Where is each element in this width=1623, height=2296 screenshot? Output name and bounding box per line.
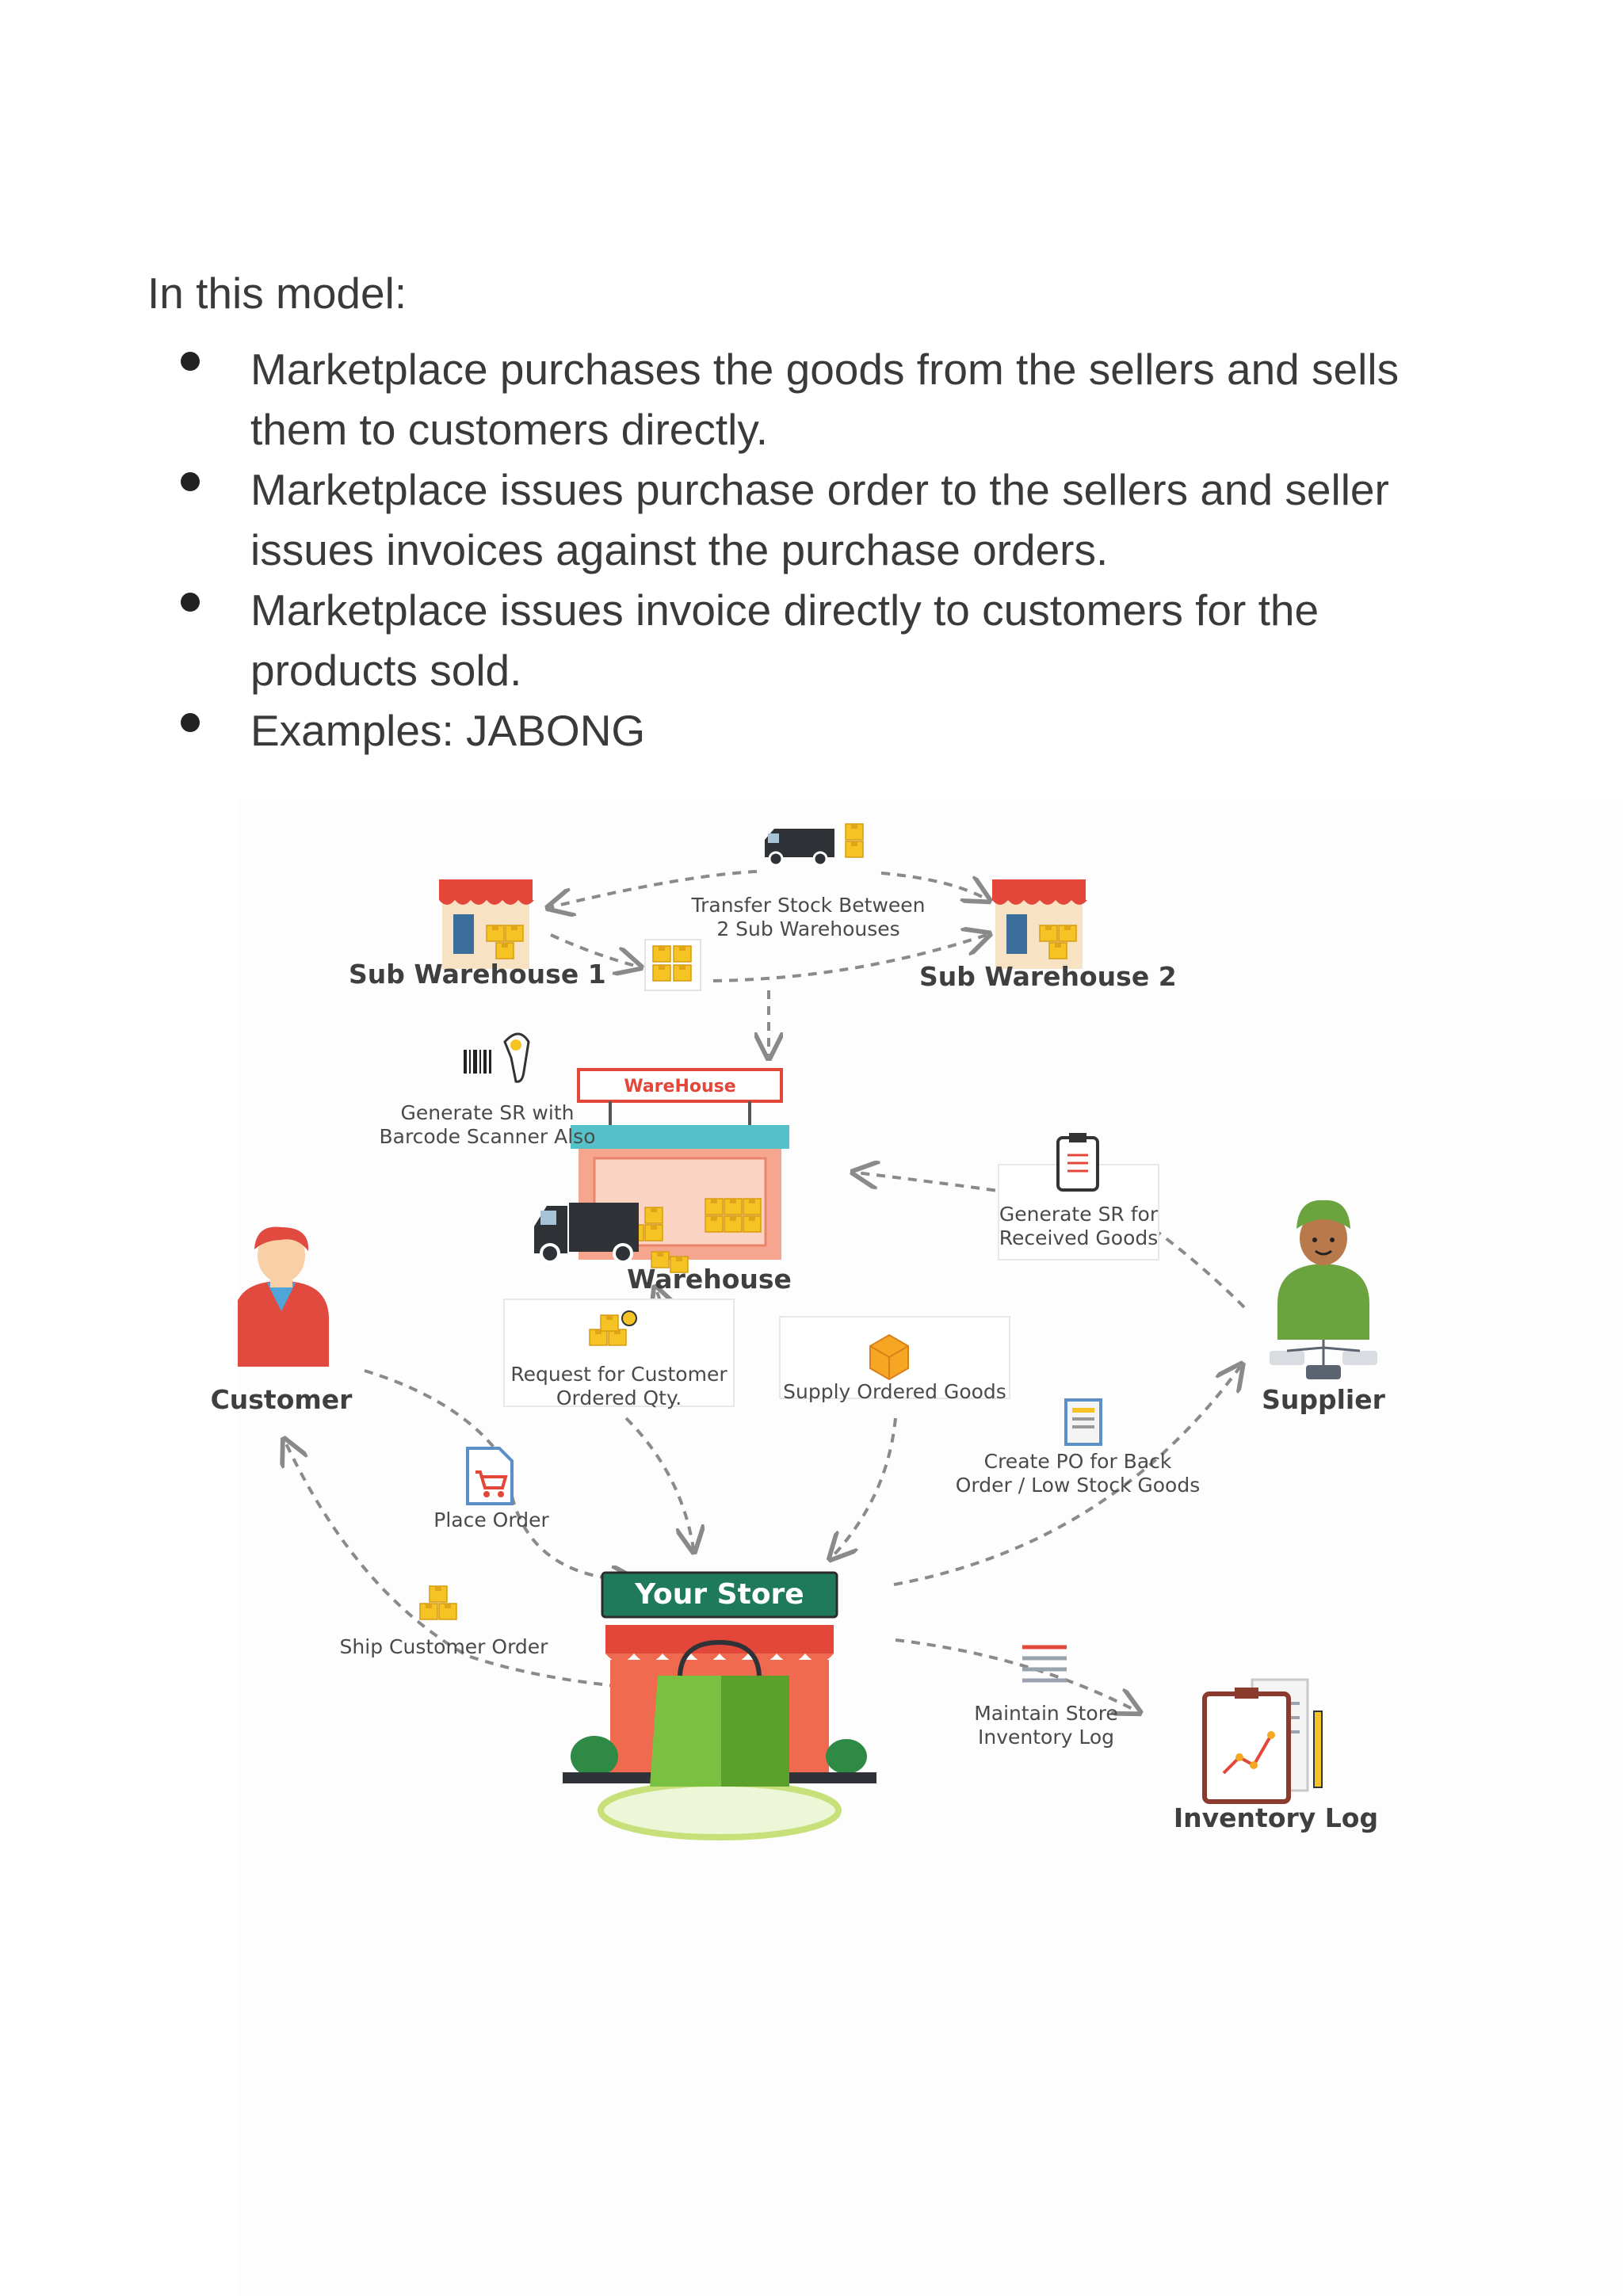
arrow-store-to-supplier	[893, 1367, 1240, 1586]
cart-document-icon	[466, 1447, 514, 1505]
inventory-log-label: Inventory Log	[1173, 1802, 1379, 1833]
create-po-label: Create PO for Back Order / Low Stock Goo…	[951, 1450, 1205, 1497]
supply-ordered-goods-label: Supply Ordered Goods	[783, 1380, 1006, 1403]
inventory-flow-diagram: Transfer Stock Between 2 Sub Warehouses …	[211, 800, 1623, 2296]
bullet-icon	[181, 713, 200, 732]
generate-sr-barcode-line1: Generate SR with	[400, 1101, 575, 1124]
sub-warehouse-1-label: Sub Warehouse 1	[349, 959, 606, 990]
stock-box-icon	[644, 939, 701, 991]
request-label-line1: Request for Customer	[510, 1363, 727, 1386]
clipboard-icon	[1056, 1133, 1099, 1192]
bullet-text: Examples: JABONG	[250, 706, 646, 755]
arrow-box-to-sw2	[712, 935, 987, 982]
sub-warehouse-2-label: Sub Warehouse 2	[919, 961, 1177, 992]
arrow-store-to-log	[895, 1638, 1137, 1711]
bullet-text: Marketplace issues purchase order to the…	[250, 465, 1389, 574]
your-store-label: Your Store	[635, 1578, 804, 1611]
store-icon	[563, 1571, 876, 1840]
maintain-log-label: Maintain Store Inventory Log	[959, 1702, 1133, 1749]
intro-text: In this model:	[147, 269, 407, 318]
ship-customer-order-label: Ship Customer Order	[339, 1635, 548, 1658]
bullet-icon	[181, 352, 200, 371]
inventory-log-icon	[1202, 1678, 1323, 1804]
arrow-transfer-left	[551, 870, 758, 907]
generate-sr-barcode-label: Generate SR with Barcode Scanner Also	[365, 1101, 610, 1149]
warehouse-icon	[534, 1068, 789, 1273]
supplier-avatar	[1270, 1199, 1377, 1379]
diagram-graphics	[238, 823, 1377, 1840]
list-item: Examples: JABONG	[181, 700, 1487, 761]
truck-icon	[765, 823, 864, 867]
sub-warehouse-1-icon	[439, 879, 534, 969]
request-box-icon	[589, 1310, 637, 1346]
request-box	[503, 1299, 735, 1407]
bullet-text: Marketplace issues invoice directly to c…	[250, 585, 1319, 695]
ship-box-icon	[419, 1585, 457, 1620]
barcode-scanner-icon	[464, 1032, 530, 1083]
transfer-label: Transfer Stock Between 2 Sub Warehouses	[678, 894, 939, 941]
transfer-label-line2: 2 Sub Warehouses	[716, 917, 900, 940]
maintain-log-line2: Inventory Log	[977, 1726, 1114, 1749]
generate-sr-received-line1: Generate SR for	[999, 1203, 1159, 1226]
create-po-line2: Order / Low Stock Goods	[955, 1474, 1201, 1497]
generate-sr-received-line2: Received Goods	[999, 1226, 1159, 1249]
supply-box-icon	[869, 1333, 909, 1381]
list-item: Marketplace issues invoice directly to c…	[181, 580, 1487, 700]
arrow-supply-to-store	[832, 1417, 897, 1557]
generate-sr-received-label: Generate SR for Received Goods	[999, 1203, 1159, 1250]
bullet-icon	[181, 593, 200, 612]
bullet-list: Marketplace purchases the goods from the…	[181, 339, 1487, 761]
maintain-log-line1: Maintain Store	[974, 1702, 1118, 1725]
warehouse-label: Warehouse	[627, 1264, 792, 1295]
warehouse-sign-text: WareHouse	[624, 1077, 736, 1097]
list-item: Marketplace purchases the goods from the…	[181, 339, 1487, 460]
list-item: Marketplace issues purchase order to the…	[181, 460, 1487, 580]
request-label-line2: Ordered Qty.	[556, 1386, 682, 1409]
sub-warehouse-2-icon	[992, 879, 1087, 969]
arrow-sw1-to-box	[550, 933, 638, 967]
request-label: Request for Customer Ordered Qty.	[504, 1363, 734, 1410]
create-po-line1: Create PO for Back	[983, 1450, 1172, 1473]
purchase-order-icon	[1064, 1398, 1102, 1446]
bullet-text: Marketplace purchases the goods from the…	[250, 345, 1400, 454]
list-icon	[1022, 1645, 1067, 1683]
arrow-store-to-customer	[285, 1442, 635, 1689]
arrow-transfer-right	[880, 871, 987, 899]
supplier-label: Supplier	[1262, 1384, 1385, 1415]
place-order-label: Place Order	[433, 1508, 549, 1531]
customer-label: Customer	[210, 1384, 353, 1415]
customer-avatar	[238, 1226, 329, 1367]
transfer-label-line1: Transfer Stock Between	[691, 894, 926, 917]
bullet-icon	[181, 472, 200, 491]
generate-sr-barcode-line2: Barcode Scanner Also	[379, 1125, 596, 1148]
arrow-request-to-store	[624, 1417, 693, 1549]
